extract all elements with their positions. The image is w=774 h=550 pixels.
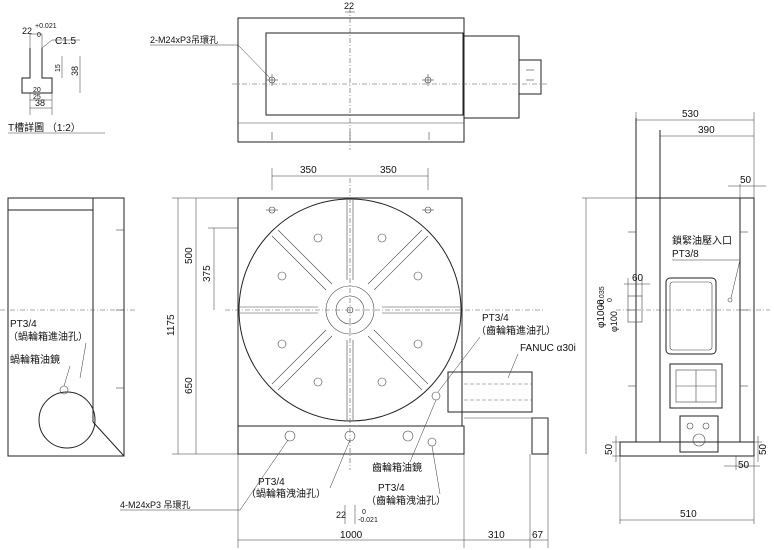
top-view: 22 2-M24xP3吊環孔 bbox=[150, 1, 548, 150]
clamp-label: 鎖緊油壓入口 bbox=[672, 234, 732, 247]
front-lift-hole-right bbox=[402, 430, 414, 442]
side-dim-530: 530 bbox=[682, 109, 699, 120]
front-view: 350 350 1175 500 375 650 1000 310 67 22 … bbox=[120, 165, 549, 548]
pt-worm-drain: PT3/4 bbox=[258, 477, 285, 488]
side-dim-510: 510 bbox=[680, 509, 697, 520]
front-dim-375: 375 bbox=[202, 265, 213, 282]
front-dim-1000: 1000 bbox=[340, 530, 363, 541]
clamp-pt: PT3/8 bbox=[672, 249, 699, 260]
pt-gear-drain: PT3/4 bbox=[378, 483, 405, 494]
side-dim-50-left: 50 bbox=[604, 443, 615, 455]
t-slot-detail: 22 +0.021 0 C1.5 15 38 20 25 38 T槽詳圖 （1:… bbox=[8, 23, 105, 134]
front-dim-350-right: 350 bbox=[380, 165, 397, 176]
terminal-box bbox=[669, 363, 723, 409]
front-dim-500: 500 bbox=[184, 247, 195, 264]
front-slot-tol-lower: -0.021 bbox=[358, 517, 378, 524]
detail-dim-15: 15 bbox=[55, 64, 62, 72]
clamp-port-panel bbox=[665, 277, 717, 355]
pt-worm-drain-desc: （蝸輪箱洩油孔） bbox=[246, 487, 326, 500]
detail-dim-38-vertical: 38 bbox=[70, 66, 80, 76]
detail-dim-25: 25 bbox=[33, 94, 41, 101]
front-lift-hole-left bbox=[284, 430, 296, 442]
top-slot-width: 22 bbox=[344, 1, 354, 11]
gear-sight-label: 齒輪箱油鏡 bbox=[372, 461, 422, 474]
worm-sight-label: 蝸輪箱油鏡 bbox=[10, 353, 60, 366]
front-dim-310: 310 bbox=[488, 530, 505, 541]
detail-tol-upper: +0.021 bbox=[35, 23, 57, 30]
motor-label: FANUC α30i bbox=[520, 343, 576, 354]
front-lift-holes-label: 4-M24xP3 吊環孔 bbox=[120, 500, 191, 510]
top-lift-hole-label: 2-M24xP3吊環孔 bbox=[150, 35, 218, 45]
front-dim-1175: 1175 bbox=[166, 314, 177, 336]
pt-worm-inlet-desc: （蝸輪箱進油孔） bbox=[8, 330, 88, 343]
front-worm-drain bbox=[344, 430, 356, 442]
right-side-view: 530 390 50 鎖緊油壓入口 PT3/8 60 φ1000 φ100 +0… bbox=[582, 109, 770, 524]
side-dim-50-top: 50 bbox=[740, 175, 752, 186]
front-dim-350-left: 350 bbox=[300, 165, 317, 176]
side-dim-60: 60 bbox=[632, 273, 644, 284]
side-dia-1000: φ1000 bbox=[596, 299, 607, 328]
detail-tol-lower: 0 bbox=[37, 32, 41, 39]
side-dim-390: 390 bbox=[698, 125, 715, 136]
pt-gear-inlet: PT3/4 bbox=[482, 313, 509, 324]
gear-sight-glass bbox=[431, 391, 441, 401]
pt-worm-inlet: PT3/4 bbox=[10, 319, 37, 330]
front-callouts: PT3/4 （齒輪箱進油孔） FANUC α30i 齒輪箱油鏡 PT3/4 （蝸… bbox=[246, 313, 576, 507]
left-side-view: PT3/4 （蝸輪箱進油孔） 蝸輪箱油鏡 bbox=[0, 197, 135, 457]
worm-sight-glass bbox=[59, 385, 69, 395]
side-dia-100-tol-upper: +0.035 bbox=[599, 286, 606, 308]
worm-box-cover bbox=[38, 391, 96, 449]
clamp-port bbox=[727, 297, 733, 303]
pt-gear-inlet-desc: （齒輪箱進油孔） bbox=[476, 324, 556, 337]
front-slot-22: 22 bbox=[336, 510, 346, 520]
detail-dim-22: 22 bbox=[22, 26, 32, 36]
detail-title: T槽詳圖 （1:2） bbox=[8, 121, 81, 134]
side-dia-100: φ100 bbox=[609, 311, 619, 332]
side-dim-50-right: 50 bbox=[758, 443, 769, 455]
detail-chamfer: C1.5 bbox=[55, 36, 77, 47]
front-dim-650: 650 bbox=[184, 377, 195, 394]
side-dia-100-tol-lower: 0 bbox=[607, 298, 614, 302]
detail-dim-38-horizontal: 38 bbox=[35, 98, 45, 108]
pt-gear-drain-desc: （齒輪箱洩油孔） bbox=[366, 494, 446, 507]
detail-dim-20: 20 bbox=[33, 87, 41, 94]
gear-drain-port bbox=[427, 437, 437, 447]
front-slot-tol-upper: 0 bbox=[362, 509, 366, 516]
side-dim-50-bottom: 50 bbox=[738, 460, 750, 471]
connector-box bbox=[679, 415, 719, 453]
front-dim-67: 67 bbox=[532, 530, 544, 541]
